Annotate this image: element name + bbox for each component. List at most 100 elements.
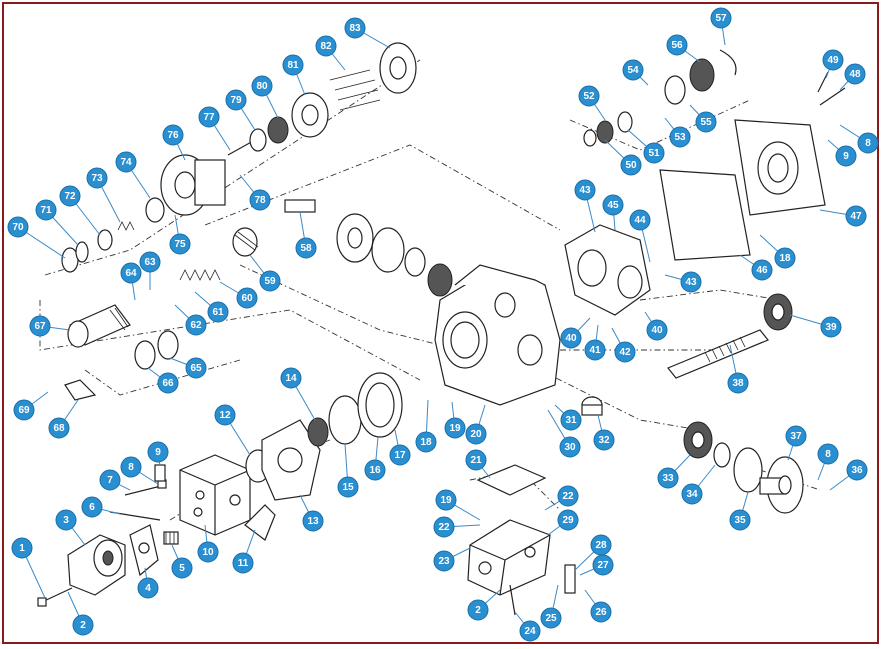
callout-22: 22 [544,485,579,511]
callout-number: 46 [756,265,768,276]
callout-number: 27 [597,560,609,571]
callout-number: 83 [349,23,361,34]
callout-bubble [259,270,281,292]
callout-35: 35 [729,491,751,531]
callout-number: 69 [18,405,30,416]
callout-bubble [444,417,466,439]
callout-68: 68 [48,399,79,439]
callout-bubble [584,339,606,361]
callout-bubble [557,485,579,507]
callout-bubble [415,431,437,453]
callout-bubble [13,399,35,421]
bearing-part-16-17 [357,372,403,438]
callout-bubble [657,467,679,489]
flange-part-37 [759,456,804,514]
callout-number: 66 [162,378,174,389]
callout-number: 25 [545,613,557,624]
callout-number: 16 [369,465,381,476]
callout-bubble [560,409,582,431]
callout-bubble [465,449,487,471]
callout-42: 42 [611,327,636,363]
callout-bubble [344,17,366,39]
callout-number: 80 [256,81,268,92]
callout-bubble [574,179,596,201]
callout-number: 43 [685,277,697,288]
callout-81: 81 [282,54,306,96]
callout-45: 45 [602,194,624,231]
callout-number: 39 [825,322,837,333]
callout-bubble [643,142,665,164]
callout-number: 36 [851,465,863,476]
callout-33: 33 [657,454,691,489]
callout-1: 1 [11,537,46,599]
callout-61: 61 [194,291,229,323]
callout-bubble [364,459,386,481]
callout-number: 50 [625,160,637,171]
callout-number: 59 [264,276,276,287]
callout-6: 6 [81,496,121,518]
callout-number: 8 [825,449,831,460]
case-part-45 [564,224,651,316]
callout-bubble [592,554,614,576]
callout-bubble [557,509,579,531]
callout-number: 54 [627,65,639,76]
callout-bubble [162,124,184,146]
callout-78: 78 [239,174,271,211]
callout-number: 18 [420,437,432,448]
shaft-assembly-center [336,213,453,297]
callout-7: 7 [99,469,131,491]
callout-number: 48 [849,69,861,80]
callout-number: 78 [254,195,266,206]
callout-number: 4 [145,583,151,594]
callout-number: 79 [230,95,242,106]
callout-bubble [55,509,77,531]
callout-number: 3 [63,515,69,526]
callout-bubble [251,75,273,97]
pump-part-3 [67,534,126,596]
callout-9: 9 [827,139,857,167]
callout-40: 40 [644,311,668,341]
callout-bubble [857,132,879,154]
callout-number: 9 [155,447,161,458]
bolt-part-24 [509,584,516,616]
callout-bubble [519,620,541,642]
callout-number: 64 [125,268,137,279]
gasket-part-46 [659,169,751,261]
callout-number: 74 [120,157,132,168]
callout-number: 73 [91,173,103,184]
callout-8: 8 [120,456,159,485]
callout-16: 16 [364,436,386,481]
callout-bubble [465,423,487,445]
callout-number: 11 [238,558,249,569]
callout-number: 47 [850,211,862,222]
callout-31: 31 [554,404,582,431]
callout-number: 61 [212,307,224,318]
callout-bubble [48,417,70,439]
callout-number: 60 [241,293,253,304]
seal-part-14 [307,417,329,447]
callout-number: 12 [219,410,231,421]
callout-46: 46 [739,254,773,281]
callout-25: 25 [540,584,562,629]
callout-5: 5 [171,544,193,579]
rings-part-50-57 [583,49,737,147]
callout-number: 56 [671,40,683,51]
callout-number: 62 [190,320,202,331]
callout-number: 2 [80,620,86,631]
callout-number: 7 [107,475,113,486]
callout-number: 26 [595,607,607,618]
callout-bubble [120,456,142,478]
callout-number: 29 [562,515,574,526]
callout-56: 56 [666,34,701,63]
callout-number: 33 [662,473,674,484]
callout-bubble [337,476,359,498]
callout-bubble [433,550,455,572]
callout-number: 44 [634,215,646,226]
callout-40: 40 [560,317,591,349]
callout-number: 34 [686,489,698,500]
callout-bubble [225,89,247,111]
callout-15: 15 [337,443,359,498]
gasket-part-11 [244,504,276,541]
callout-number: 81 [287,60,299,71]
callout-66: 66 [147,367,179,394]
